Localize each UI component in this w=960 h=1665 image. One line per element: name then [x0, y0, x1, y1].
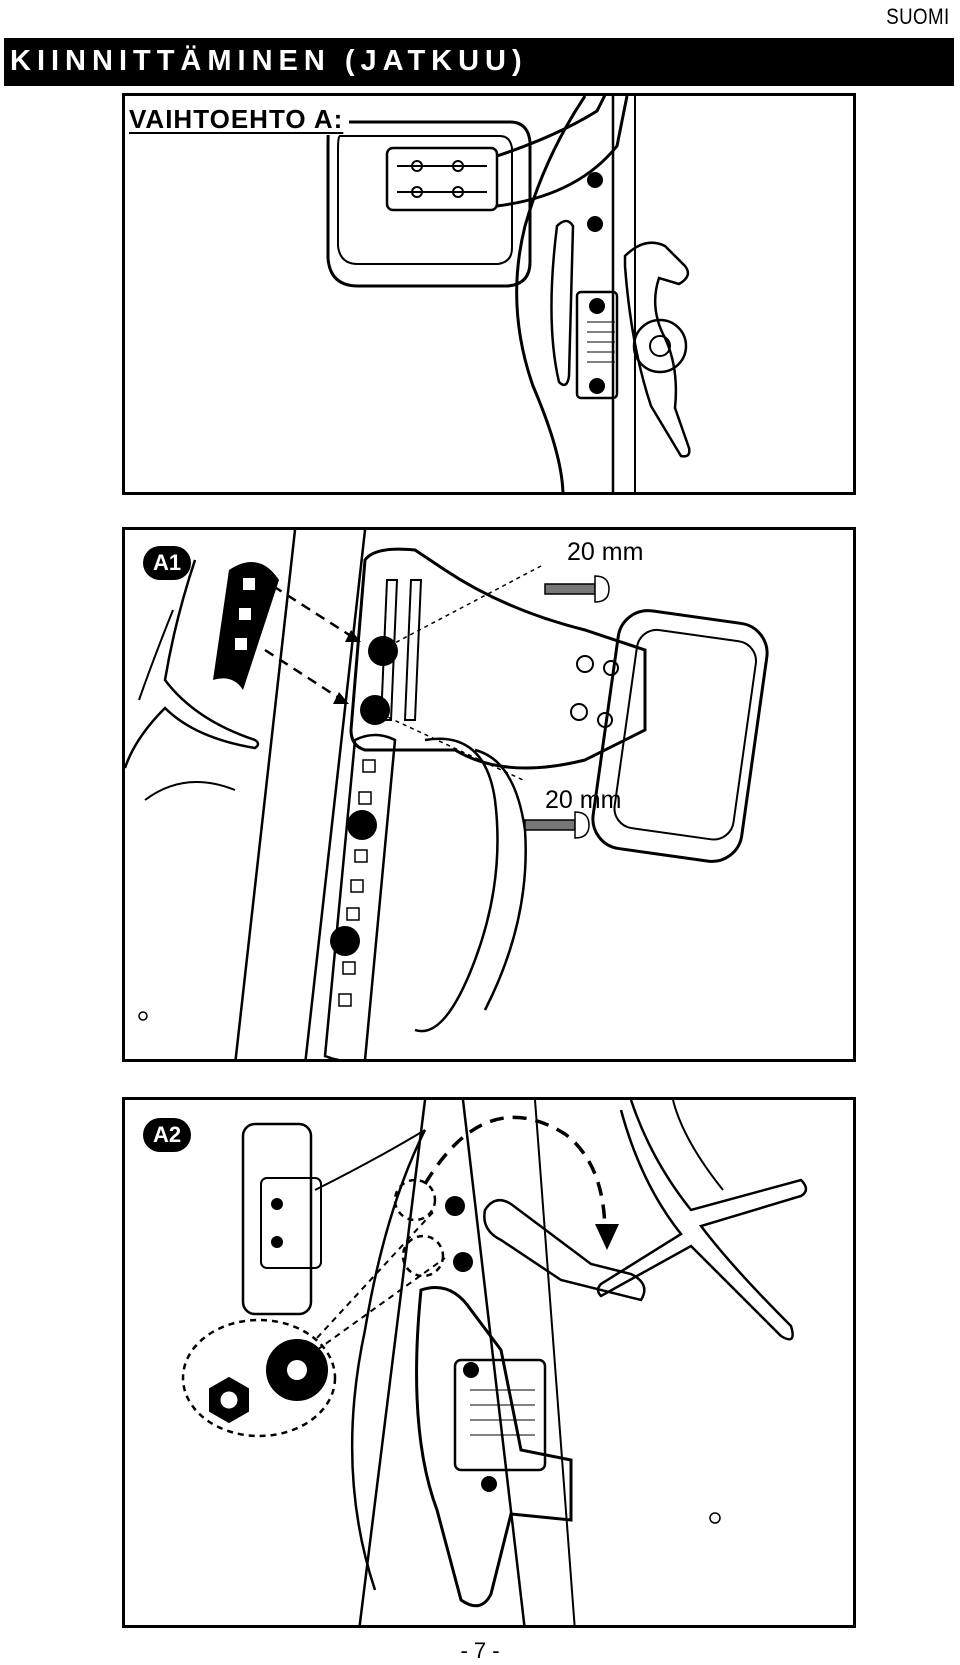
step-a2-panel: A2	[122, 1097, 856, 1628]
step-a2-illustration	[181, 1100, 808, 1625]
step-a1-badge: A1	[143, 546, 191, 580]
step-a1-panel: A1 20 mm 20 mm	[122, 527, 856, 1062]
section-header: KIINNITTÄMINEN (JATKUU)	[4, 38, 954, 86]
option-a-panel: VAIHTOEHTO A:	[122, 93, 856, 495]
screw-top-length: 20 mm	[567, 538, 644, 566]
step-a2-badge: A2	[143, 1118, 191, 1152]
option-a-label: VAIHTOEHTO A:	[129, 104, 350, 135]
language-label: SUOMI	[886, 4, 950, 29]
screw-bottom-length: 20 mm	[545, 786, 622, 814]
option-a-illustration	[326, 96, 691, 492]
step-a1-illustration	[125, 530, 769, 1059]
section-title: KIINNITTÄMINEN (JATKUU)	[10, 45, 528, 77]
page-number: - 7 -	[460, 1638, 500, 1663]
